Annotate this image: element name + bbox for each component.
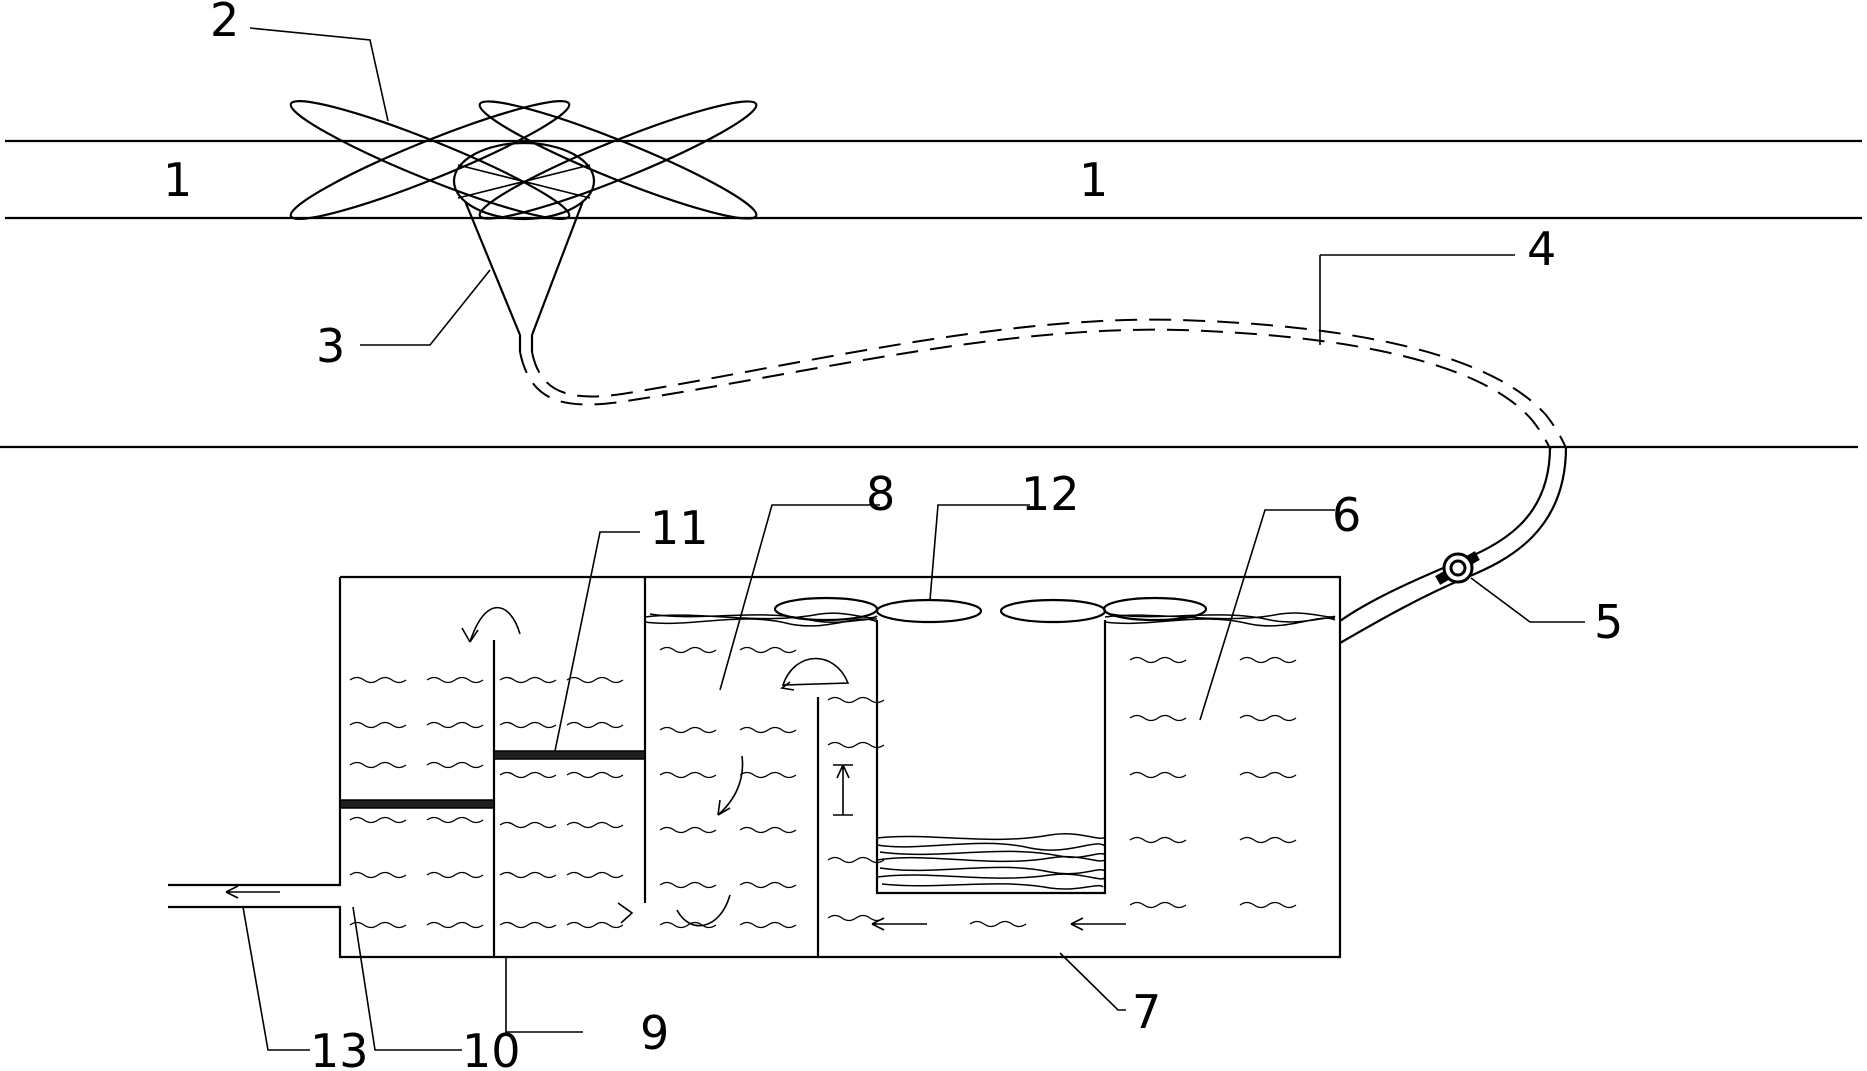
float-balls (773, 596, 1208, 624)
wave-mark (566, 676, 624, 684)
wave-mark (426, 816, 484, 824)
filter-board-lower (339, 799, 495, 809)
wave-mark (659, 771, 717, 779)
wave-mark (739, 726, 797, 734)
wave-mark (659, 726, 717, 734)
wave-mark (827, 741, 885, 749)
water-waves (349, 646, 1297, 929)
wave-mark (969, 920, 1027, 928)
wave-mark (566, 871, 624, 879)
label-10: 10 (462, 1024, 521, 1071)
wave-mark (739, 826, 797, 834)
label-6: 6 (1332, 488, 1361, 542)
wave-mark (1239, 901, 1297, 909)
wave-mark (1129, 836, 1187, 844)
reference-numbers: 1 1 2 3 4 5 6 7 8 9 10 11 12 13 (163, 0, 1623, 1071)
wave-mark (1239, 656, 1297, 664)
wave-mark (499, 676, 557, 684)
leader-lines (242, 27, 1585, 1051)
wave-mark (739, 646, 797, 654)
hose (519, 318, 1567, 450)
wave-mark (739, 881, 797, 889)
wave-mark (739, 771, 797, 779)
label-8: 8 (866, 467, 895, 521)
wave-mark (499, 771, 557, 779)
feed-pipe (1339, 446, 1568, 644)
wave-mark (426, 921, 484, 929)
wave-mark (659, 646, 717, 654)
filter-board-upper (493, 750, 646, 760)
wave-mark (566, 721, 624, 729)
label-4: 4 (1527, 222, 1556, 276)
blades (289, 100, 758, 220)
wave-mark (1129, 771, 1187, 779)
wave-mark (659, 881, 717, 889)
wave-mark (499, 871, 557, 879)
wave-mark (827, 856, 885, 864)
label-5: 5 (1594, 595, 1623, 649)
label-2: 2 (210, 0, 239, 47)
wave-mark (426, 871, 484, 879)
label-1-right: 1 (1079, 153, 1108, 207)
wave-mark (739, 921, 797, 929)
fiber-mats (644, 612, 1336, 890)
channel-lines (0, 139, 1862, 449)
float-hub (452, 141, 596, 221)
wave-mark (499, 821, 557, 829)
wave-mark (349, 871, 407, 879)
wave-mark (659, 921, 717, 929)
label-1-left: 1 (163, 153, 192, 207)
wave-mark (1239, 836, 1297, 844)
wave-mark (659, 826, 717, 834)
wave-mark (1239, 714, 1297, 722)
wave-mark (566, 921, 624, 929)
wave-mark (499, 921, 557, 929)
label-11: 11 (650, 501, 709, 555)
wave-mark (1129, 714, 1187, 722)
wave-mark (349, 721, 407, 729)
valve-icon (1435, 551, 1480, 585)
wave-mark (566, 771, 624, 779)
floating-collector (289, 100, 758, 352)
label-3: 3 (316, 319, 345, 373)
wave-mark (349, 921, 407, 929)
wave-mark (1129, 901, 1187, 909)
label-12: 12 (1021, 467, 1080, 521)
flow-arrows (225, 606, 1126, 931)
funnel (463, 200, 585, 352)
wave-mark (349, 676, 407, 684)
label-9: 9 (640, 1006, 669, 1060)
wave-mark (426, 676, 484, 684)
wave-mark (426, 761, 484, 769)
wave-mark (1129, 656, 1187, 664)
wave-mark (426, 721, 484, 729)
wave-mark (349, 761, 407, 769)
wave-mark (499, 721, 557, 729)
wave-mark (349, 816, 407, 824)
wave-mark (827, 914, 885, 922)
wave-mark (566, 821, 624, 829)
label-13: 13 (310, 1024, 369, 1071)
label-7: 7 (1132, 985, 1161, 1039)
wave-mark (1239, 771, 1297, 779)
treatment-tank (168, 575, 1342, 959)
wave-mark (827, 696, 885, 704)
